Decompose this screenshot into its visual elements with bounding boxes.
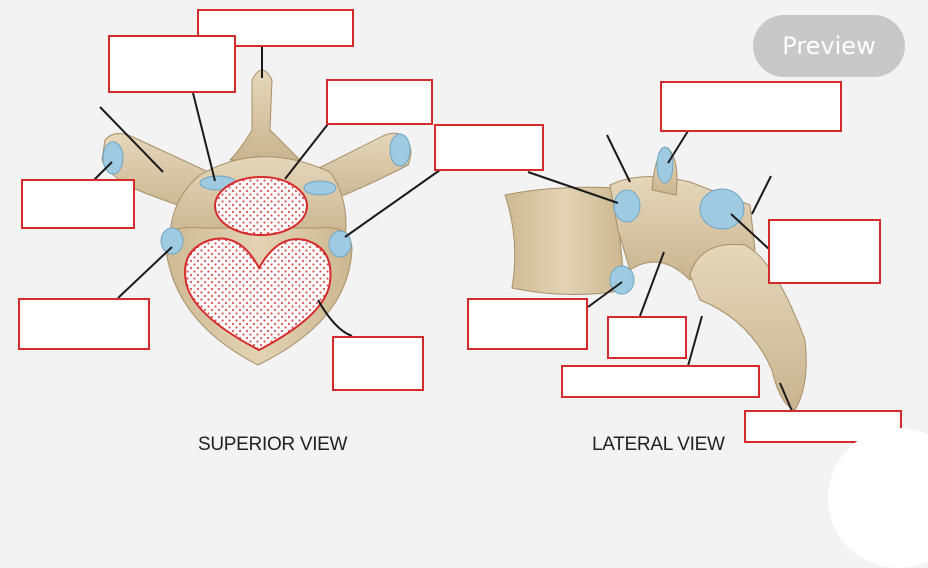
lateral-view-caption: LATERAL VIEW [592, 434, 725, 455]
label-box-superior-5[interactable] [21, 179, 135, 229]
spinous-process-shape [228, 69, 302, 161]
label-box-superior-7[interactable] [332, 336, 424, 391]
label-box-superior-6[interactable] [18, 298, 150, 350]
lateral-leader-lines [527, 130, 793, 412]
label-box-lateral-4[interactable] [607, 316, 687, 359]
preview-button[interactable]: Preview [753, 15, 905, 77]
preview-button-label: Preview [782, 32, 876, 60]
vertebra-labeling-diagram [18, 9, 902, 443]
lateral-body-shape [504, 186, 626, 296]
lateral-superior-costal-facet [613, 189, 641, 223]
lateral-inferior-costal-facet [609, 265, 635, 295]
vertebral-body-highlight [184, 237, 332, 352]
right-superior-articular-facet [303, 180, 337, 196]
lateral-spinous-shape [689, 243, 807, 411]
label-box-superior-3[interactable] [326, 79, 433, 125]
label-box-lateral-3[interactable] [467, 298, 588, 350]
lateral-view-vertebra [504, 146, 807, 411]
label-box-lateral-2[interactable] [768, 219, 881, 284]
superior-view-vertebra [101, 69, 412, 366]
superior-view-caption: SUPERIOR VIEW [198, 434, 348, 455]
superior-leader-lines [93, 47, 441, 337]
label-box-superior-4[interactable] [434, 124, 544, 171]
lateral-superior-articular-facet [656, 146, 674, 184]
lateral-transverse-costal-facet [699, 188, 745, 230]
label-box-lateral-1[interactable] [660, 81, 842, 132]
label-box-lateral-5[interactable] [561, 365, 760, 398]
label-boxes [18, 9, 902, 443]
left-costal-facet [160, 227, 184, 255]
vertebral-foramen-highlight [214, 176, 308, 236]
right-transverse-facet [389, 133, 411, 167]
label-box-superior-2[interactable] [108, 35, 236, 93]
